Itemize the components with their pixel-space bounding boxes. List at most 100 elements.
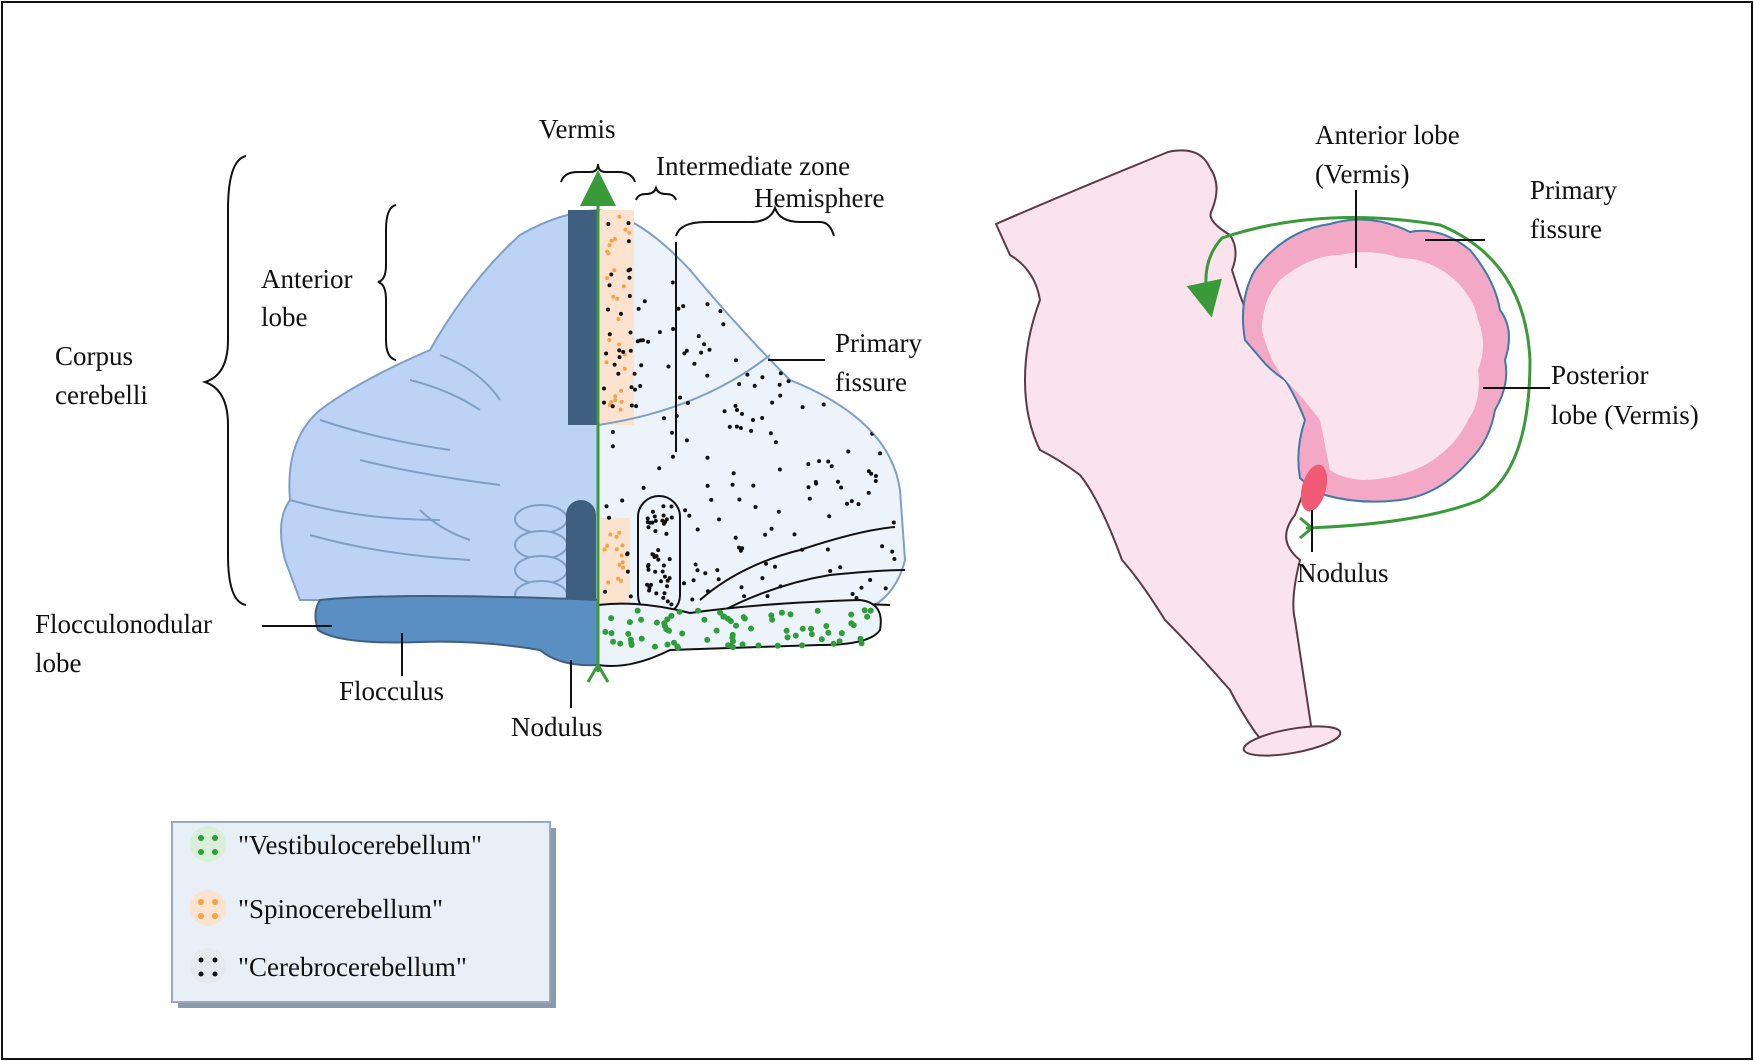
cerebro-dot (603, 590, 607, 594)
vestibulo-dot (775, 643, 781, 649)
cerebro-dot (742, 594, 746, 598)
cerebro-dot (728, 425, 732, 429)
vestibulo-dot (654, 620, 660, 626)
cerebro-dot (740, 585, 744, 589)
cerebro-dot (638, 384, 642, 388)
vestibulo-dot (701, 617, 707, 623)
vestibulo-dot (717, 610, 723, 616)
spino-dot (612, 268, 616, 272)
cerebro-dot (715, 568, 719, 572)
cerebro-dot (602, 401, 606, 405)
cerebro-dot (890, 550, 894, 554)
anterior-lobe-label-1: Anterior (261, 264, 352, 294)
cerebro-dot (634, 404, 638, 408)
vestibulo-dot (639, 636, 645, 642)
vestibulo-dot (799, 642, 805, 648)
vestibulo-dot (819, 636, 825, 642)
cerebro-dot (884, 586, 888, 590)
vestibulo-dot (625, 631, 631, 637)
cerebro-dot (686, 401, 690, 405)
cerebro-dot (826, 548, 830, 552)
spino-dot (620, 554, 624, 558)
spino-dot (620, 400, 624, 404)
cerebro-dot (705, 374, 709, 378)
cerebro-dot (687, 514, 691, 518)
cerebro-dot (763, 533, 767, 537)
cerebro-dot (770, 527, 774, 531)
vestibulo-dot (733, 623, 739, 629)
cerebro-dot (619, 312, 623, 316)
cerebro-dot (777, 510, 781, 514)
cerebro-dot (708, 348, 712, 352)
nodulus-label-right: Nodulus (1297, 558, 1389, 588)
vestibulo-dot (839, 630, 845, 636)
cerebro-dot (828, 569, 832, 573)
cerebro-dot (751, 484, 755, 488)
vestibulo-dot (779, 610, 785, 616)
cerebro-dot (676, 307, 680, 311)
vestibulo-dot (768, 612, 774, 618)
orange-dots-icon (190, 890, 226, 926)
vestibulo-dot (725, 616, 731, 622)
cerebro-dot (867, 491, 871, 495)
cerebro-dot (690, 598, 694, 602)
nucleus-dot (661, 596, 665, 600)
cerebro-dot (753, 384, 757, 388)
corpus-cerebelli-label-2: cerebelli (55, 380, 148, 410)
cerebro-dot (667, 365, 671, 369)
spino-dot (617, 342, 621, 346)
cerebro-dot (754, 505, 758, 509)
vestibulo-dot (635, 608, 641, 614)
cerebro-dot (822, 403, 826, 407)
cerebro-dot (773, 565, 777, 569)
cerebro-dot (605, 504, 609, 508)
cerebro-dot (734, 404, 738, 408)
vestibulo-dot (800, 626, 806, 632)
nucleus-dot (647, 525, 651, 529)
spino-dot (623, 367, 627, 371)
nucleus-dot (647, 568, 651, 572)
cerebro-dot (740, 412, 744, 416)
nucleus-dot (646, 517, 650, 521)
cerebro-dot (608, 332, 612, 336)
cerebro-dot (604, 352, 608, 356)
cerebro-dot (618, 355, 622, 359)
cerebro-dot (628, 294, 632, 298)
black-dots-icon (190, 948, 226, 984)
vestibulo-dot (831, 641, 837, 647)
vestibulo-dot (848, 620, 854, 626)
hemisphere-label: Hemisphere (754, 183, 884, 213)
anterior-lobe-right-label-2: (Vermis) (1315, 159, 1409, 189)
nodulus-label-left: Nodulus (511, 712, 603, 742)
green-dots-icon (190, 826, 226, 862)
cerebro-dot (616, 372, 620, 376)
cerebro-dot (734, 536, 738, 540)
spino-dot (617, 531, 621, 535)
cerebro-dot (696, 568, 700, 572)
cerebro-dot (702, 342, 706, 346)
cerebro-dot (717, 517, 721, 521)
spino-dot (603, 548, 607, 552)
cerebro-dot (611, 404, 615, 408)
spino-strip-lower (600, 518, 630, 608)
legend-label-cerebro: "Cerebrocerebellum" (238, 952, 467, 982)
cerebro-dot (745, 373, 749, 377)
cerebro-dot (731, 483, 735, 487)
cerebro-dot (627, 268, 631, 272)
nucleus-oval (638, 496, 680, 616)
posterior-lobe-label-2: lobe (Vermis) (1551, 400, 1699, 430)
cerebro-dot (633, 372, 637, 376)
nucleus-dot (663, 575, 667, 579)
cerebro-dot (867, 469, 871, 473)
cerebro-dot (683, 508, 687, 512)
cerebro-dot (740, 546, 744, 550)
vestibulo-dot (809, 631, 815, 637)
nucleus-dot (656, 548, 660, 552)
nucleus-dot (668, 557, 672, 561)
cerebro-dot (678, 396, 682, 400)
cerebro-dot (793, 532, 797, 536)
spino-dot (616, 317, 620, 321)
vestibulo-dot (815, 608, 821, 614)
